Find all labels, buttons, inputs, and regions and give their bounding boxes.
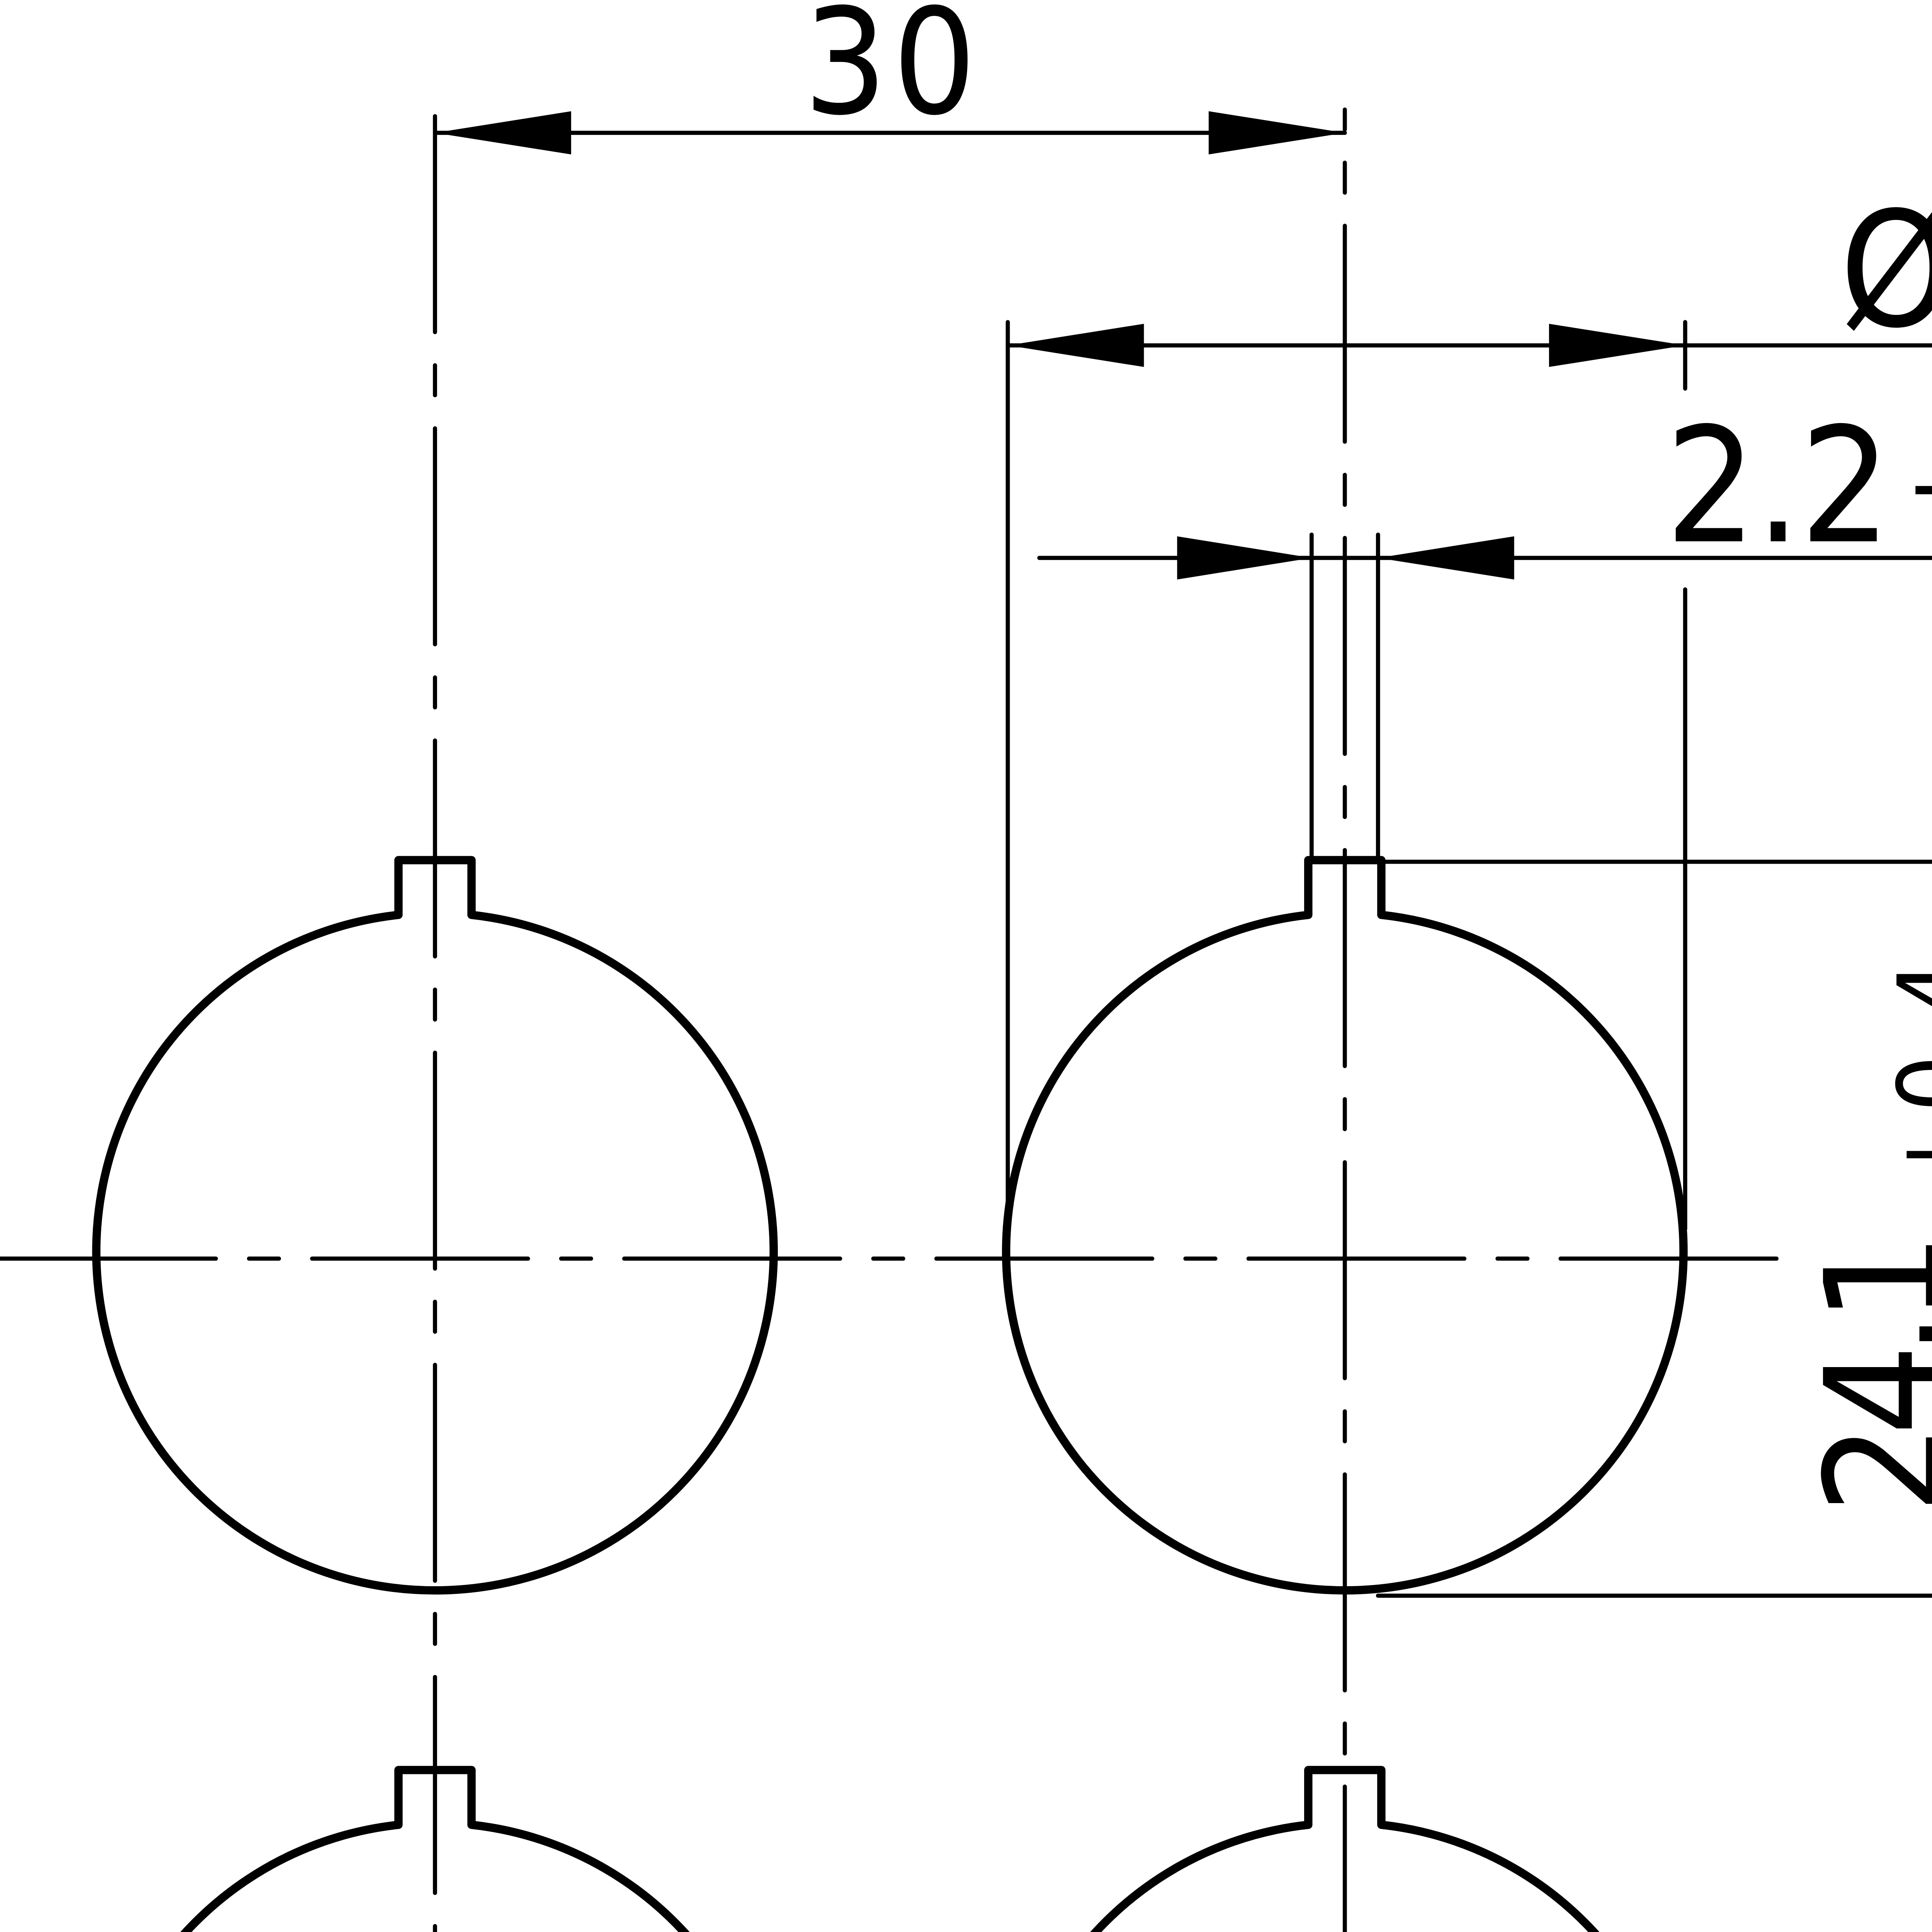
- arrow-left-icon: [1008, 323, 1144, 367]
- arrow-right-icon: [1549, 323, 1685, 367]
- key-height-label: 24.1: [1792, 1232, 1932, 1515]
- arrow-left-icon: [435, 111, 571, 155]
- key-width-tolerance: +0.2: [1906, 429, 1932, 545]
- horizontal-pitch-label: 30: [804, 0, 976, 148]
- arrow-right-icon: [1177, 536, 1312, 580]
- holes: [96, 860, 1684, 1932]
- dimension-labels: 30 Ø22.3 +0.4 2.2 +0.2 24.1 +0.4 30: [804, 0, 1932, 1515]
- arrowheads: [435, 111, 1685, 580]
- arrow-right-icon: [1209, 111, 1345, 155]
- center-lines: [0, 107, 1805, 1932]
- arrow-left-icon: [1378, 536, 1514, 580]
- dimension-lines: [433, 131, 1932, 1598]
- key-height-tolerance: +0.4: [1877, 960, 1932, 1192]
- diameter-label: Ø22.3: [1840, 178, 1932, 363]
- key-width-label: 2.2: [1665, 394, 1891, 579]
